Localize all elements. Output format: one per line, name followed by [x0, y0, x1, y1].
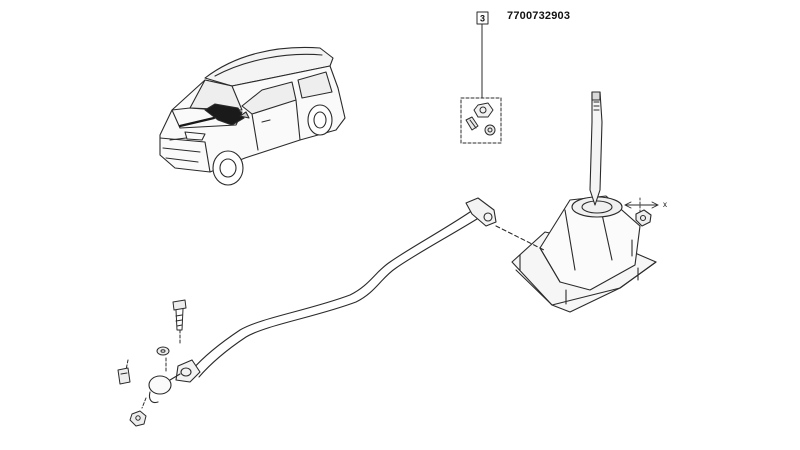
fastener-kit — [460, 97, 502, 144]
lower-fasteners — [117, 299, 187, 427]
vehicle-illustration — [159, 46, 346, 186]
gear-link-rod — [148, 197, 545, 404]
reference-callout: 3 — [476, 11, 489, 99]
part-number-label: 7700732903 — [507, 10, 571, 22]
axis-x-label: x — [663, 200, 667, 209]
ref-number: 3 — [480, 14, 485, 24]
axis-indicator: x — [624, 197, 667, 213]
gear-shifter-assembly — [511, 91, 657, 313]
